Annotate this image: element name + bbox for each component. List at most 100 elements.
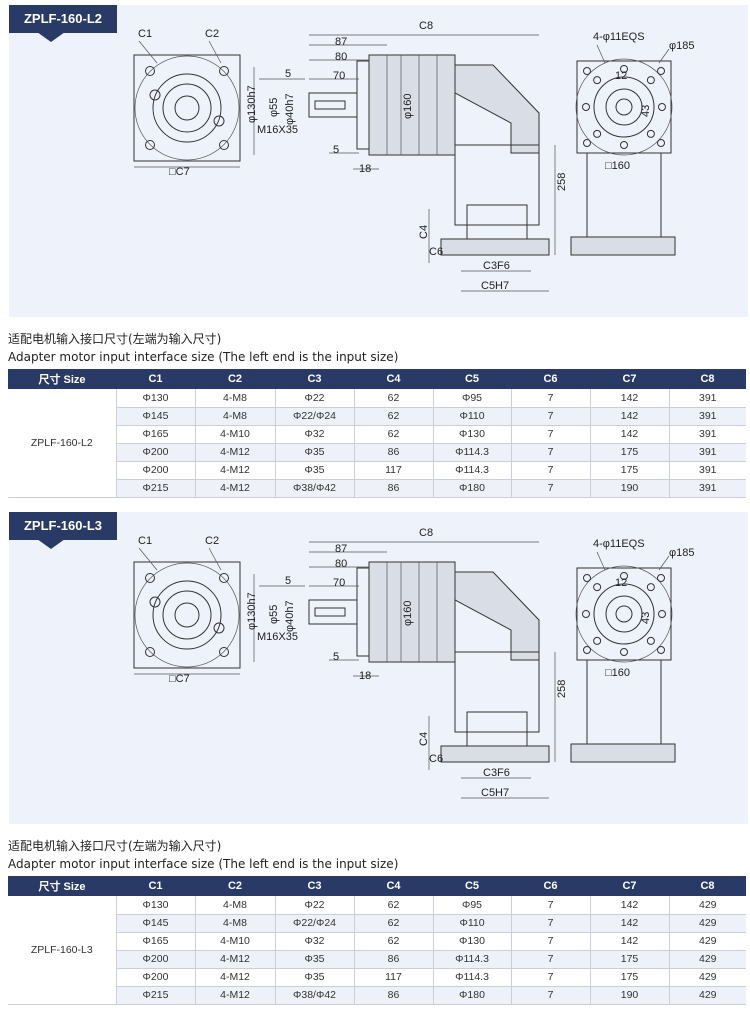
dim-43: 43 — [640, 612, 652, 624]
caption-en-2: Adapter motor input interface size (The … — [8, 857, 399, 871]
table-cell: Φ32 — [274, 425, 354, 444]
caption-en-1: Adapter motor input interface size (The … — [8, 350, 399, 364]
table-cell: 4-M12 — [194, 443, 275, 462]
label-c5h7: C5H7 — [481, 787, 509, 799]
table-cell: Φ145 — [115, 914, 195, 933]
column-header: C5 — [433, 369, 511, 389]
table-cell: Φ95 — [432, 896, 511, 915]
dim-5: 5 — [285, 575, 291, 587]
table-cell: 86 — [353, 479, 433, 498]
table-cell: 4-M8 — [194, 389, 275, 408]
label-holes: 4-φ11EQS — [593, 31, 645, 43]
table-cell: Φ215 — [115, 479, 195, 498]
table-cell: Φ165 — [115, 932, 195, 951]
table-cell: 4-M12 — [194, 950, 275, 969]
label-c3f6: C3F6 — [483, 767, 510, 779]
table-cell: 429 — [668, 950, 746, 969]
table-cell: 4-M12 — [194, 479, 275, 498]
label-c7: □C7 — [169, 166, 190, 178]
table-cell: 7 — [510, 479, 590, 498]
table-cell: Φ130 — [115, 389, 195, 408]
table-cell: Φ180 — [432, 986, 511, 1005]
table-cell: Φ130 — [432, 425, 511, 444]
table-cell: 62 — [353, 425, 433, 444]
column-header: C6 — [511, 369, 590, 389]
label-holes: 4-φ11EQS — [593, 538, 645, 550]
table-cell: 391 — [668, 479, 746, 498]
table-cell: 7 — [510, 407, 590, 426]
table-cell: 142 — [589, 389, 669, 408]
table-cell: 4-M8 — [194, 914, 275, 933]
label-c7: □C7 — [169, 673, 190, 685]
column-header: C1 — [116, 369, 195, 389]
table-cell: 142 — [589, 407, 669, 426]
dim-5: 5 — [333, 651, 339, 663]
label-c1: C1 — [138, 535, 152, 547]
table-cell: Φ22/Φ24 — [274, 914, 354, 933]
table-cell: 62 — [353, 389, 433, 408]
label-phi55: φ55 — [268, 605, 280, 624]
table-cell: 429 — [668, 914, 746, 933]
table-cell: 7 — [510, 950, 590, 969]
label-c2: C2 — [205, 535, 219, 547]
table-cell: 175 — [589, 461, 669, 480]
table-cell: 86 — [353, 443, 433, 462]
table-cell: Φ145 — [115, 407, 195, 426]
table-cell: 429 — [668, 932, 746, 951]
dim-258: 258 — [556, 680, 568, 698]
table-cell: 7 — [510, 389, 590, 408]
column-header: C3 — [275, 369, 354, 389]
table-cell: Φ130 — [115, 896, 195, 915]
flange-view: C1 C2 □C7 — [133, 535, 241, 685]
table-cell: Φ22 — [274, 389, 354, 408]
table-cell: 7 — [510, 896, 590, 915]
label-c6: C6 — [429, 753, 443, 765]
column-header: 尺寸 Size — [8, 369, 116, 389]
caption-cn-2: 适配电机输入接口尺寸(左端为输入尺寸) — [8, 839, 222, 853]
table-cell: Φ22/Φ24 — [274, 407, 354, 426]
column-header: C3 — [275, 876, 354, 896]
label-phi40h7: φ40h7 — [284, 600, 296, 632]
table-cell: Φ38/Φ42 — [274, 479, 354, 498]
dim-87: 87 — [335, 543, 347, 555]
label-c8: C8 — [419, 20, 433, 32]
table-cell: 190 — [589, 986, 669, 1005]
label-c1: C1 — [138, 28, 152, 40]
table-cell: 391 — [668, 425, 746, 444]
label-c3f6: C3F6 — [483, 260, 510, 272]
column-header: C5 — [433, 876, 511, 896]
table-cell: 142 — [589, 932, 669, 951]
table-cell: 7 — [510, 443, 590, 462]
table-cell: 391 — [668, 443, 746, 462]
dim-70: 70 — [333, 577, 345, 589]
column-header: C2 — [195, 876, 275, 896]
table-cell: Φ110 — [432, 407, 511, 426]
dim-18: 18 — [359, 163, 371, 175]
table-cell: 117 — [353, 968, 433, 987]
table-cell: 7 — [510, 914, 590, 933]
table-cell: Φ38/Φ42 — [274, 986, 354, 1005]
table-cell: 429 — [668, 986, 746, 1005]
table-cell: 4-M12 — [194, 986, 275, 1005]
dim-43: 43 — [640, 105, 652, 117]
dim-80: 80 — [335, 558, 347, 570]
model-badge-1: ZPLF-160-L2 — [9, 5, 129, 45]
table-cell: 86 — [353, 950, 433, 969]
label-phi130h7: φ130h7 — [246, 85, 258, 123]
model-badge-2: ZPLF-160-L3 — [9, 512, 129, 552]
table-cell: Φ35 — [274, 443, 354, 462]
column-header: C8 — [669, 369, 746, 389]
